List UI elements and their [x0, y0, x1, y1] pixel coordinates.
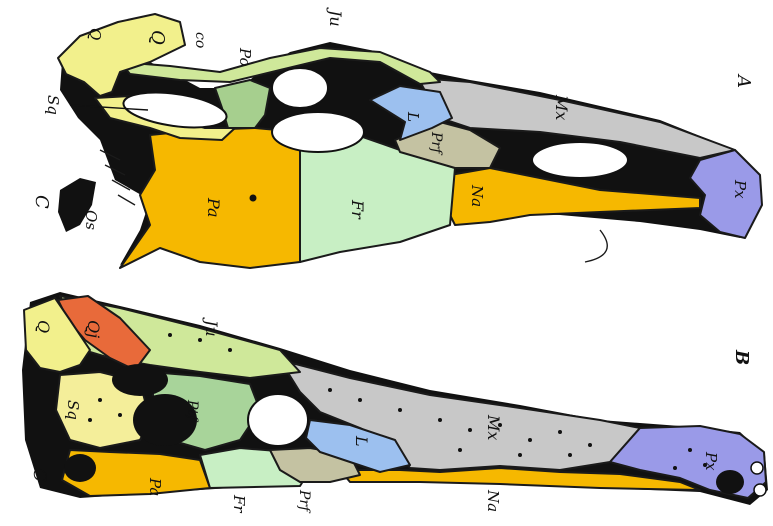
label-squamosal-b: Sq — [64, 400, 82, 420]
label-postfrontal-b: Ptf — [184, 399, 200, 423]
label-parietal-b: Pa — [146, 477, 164, 496]
skull-lateral-view-b: B Qj Q Ju Sq Ptf C Pa Fr Prf L Mx Na Px — [22, 292, 768, 514]
label-condyle-a: C — [31, 195, 52, 209]
orbit-b — [248, 394, 308, 446]
figure-label-b: B — [731, 349, 752, 365]
figure-label-a: A — [733, 73, 754, 88]
label-q-small-a: Q — [86, 28, 104, 40]
label-lacrimal-b: L — [352, 435, 371, 447]
label-parietal-a: Pa — [204, 197, 223, 218]
label-frontal-a: Fr — [348, 199, 367, 220]
label-nasal-a: Na — [468, 184, 486, 207]
label-frontal-b: Fr — [230, 494, 248, 513]
upper-fenestra-a — [272, 68, 328, 108]
label-jugal-a: Ju — [326, 7, 345, 27]
label-maxilla-a: Mx — [552, 94, 571, 120]
orbit-a — [272, 112, 364, 152]
label-premaxilla-b: Px — [702, 451, 720, 471]
label-quadratojugal-b: Qj — [84, 320, 103, 338]
label-postorbital-a: Po — [236, 47, 254, 67]
lower-fenestra-b — [112, 364, 168, 396]
label-jugal-b: Ju — [202, 317, 221, 337]
label-nasal-b: Na — [484, 489, 502, 512]
skull-dorsal-view-a: A Mx Ju Po Q Q co Sq C Os Pa Fr Na Prf L… — [31, 7, 762, 268]
jaw-outline-a — [585, 230, 607, 262]
label-maxilla-b: Mx — [484, 414, 503, 440]
label-quadrate-b: Q — [34, 320, 53, 333]
label-sq-a: Sq — [44, 95, 62, 115]
label-quadrate-a: Q — [147, 30, 168, 45]
naris-b — [716, 470, 744, 494]
label-exoccipital-a: Os — [82, 210, 100, 230]
narial-pore-b1 — [751, 462, 763, 474]
label-lacrimal-a: L — [404, 111, 422, 122]
label-co-a: co — [192, 32, 208, 48]
antorbital-fenestra-a — [532, 142, 628, 178]
label-prefrontal-a: Prf — [428, 131, 444, 156]
narial-pore-b2 — [754, 484, 766, 496]
condyle-b — [64, 454, 96, 482]
parietal-foramen-a — [250, 195, 257, 202]
label-condyle-b: C — [29, 468, 50, 482]
label-premaxilla-a: Px — [731, 179, 749, 199]
label-prefrontal-b: Prf — [296, 489, 312, 514]
